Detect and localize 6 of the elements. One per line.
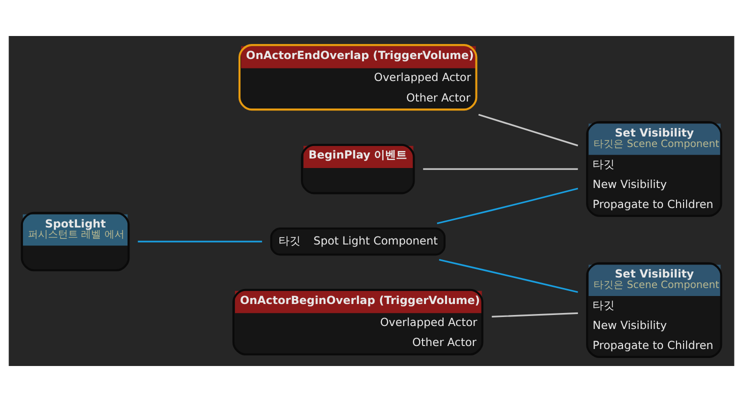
- connector: [138, 240, 262, 242]
- connector: [478, 113, 578, 146]
- connector: [438, 258, 578, 292]
- connector: [436, 187, 578, 224]
- connector: [492, 312, 578, 317]
- connector: [423, 168, 578, 170]
